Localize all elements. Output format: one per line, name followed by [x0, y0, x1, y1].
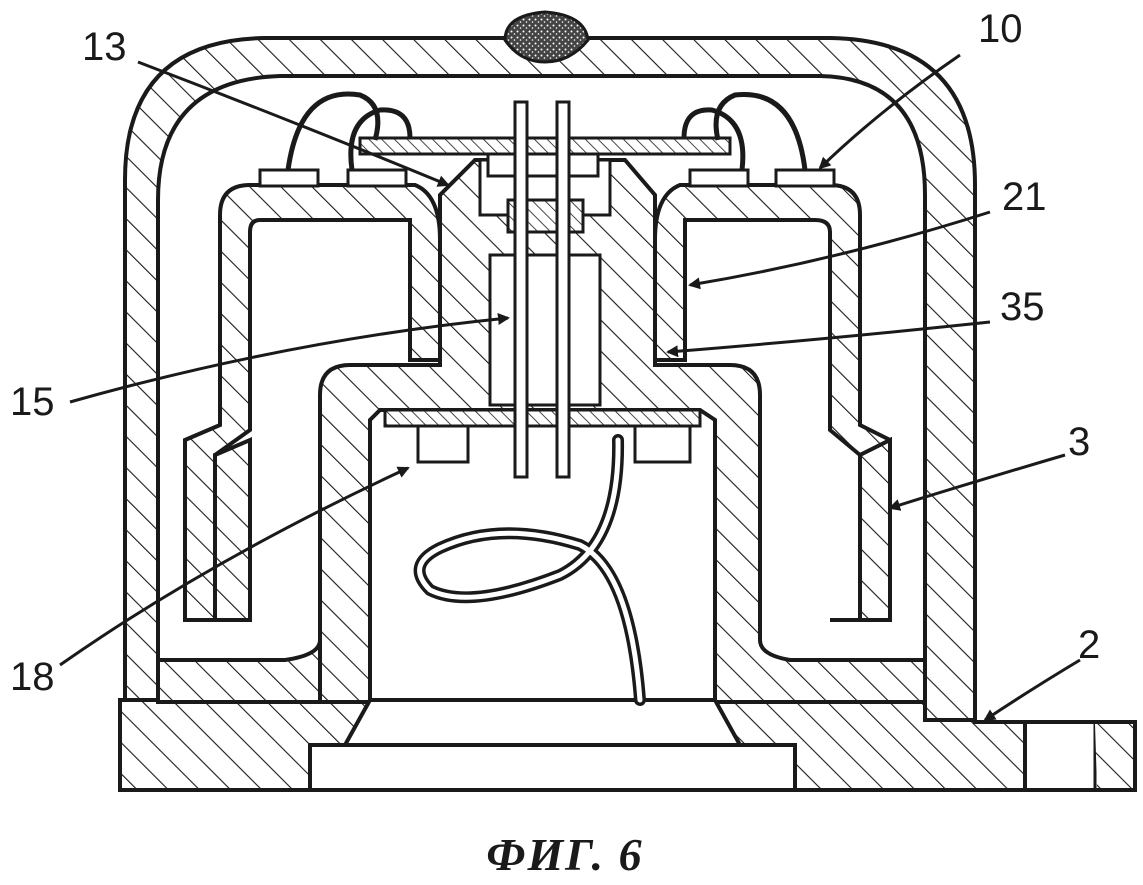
upper-circuit-board — [358, 136, 732, 156]
lower-component-left — [416, 424, 470, 464]
cavity-floor-step — [341, 698, 744, 747]
label-15: 15 — [10, 380, 55, 424]
coil-left-lower — [185, 436, 252, 622]
label-21: 21 — [1002, 175, 1047, 219]
label-18: 18 — [10, 655, 55, 699]
coil-right — [653, 183, 892, 622]
terminal-right-inner — [688, 168, 750, 188]
pin-left — [513, 100, 529, 479]
leader-3 — [888, 453, 1066, 511]
base-tab-hatch — [1095, 724, 1133, 788]
board-component-center — [486, 152, 600, 178]
coil-right-lower — [830, 436, 892, 622]
figure-caption: ФИГ. 6 — [486, 829, 643, 880]
terminal-right-outer — [774, 168, 836, 188]
central-hub — [156, 158, 927, 704]
terminal-left-outer — [258, 168, 320, 188]
lower-component-right — [633, 424, 692, 464]
leader-10 — [818, 53, 961, 170]
leader-15 — [69, 313, 510, 404]
wire-loop-right-inner — [681, 107, 746, 171]
label-35: 35 — [1000, 285, 1045, 329]
leader-2 — [983, 658, 1081, 722]
cavity-floor-plate — [308, 743, 797, 792]
vent-plug — [503, 10, 590, 64]
label-13: 13 — [82, 25, 127, 69]
leader-21 — [688, 210, 991, 290]
coil-left — [183, 183, 442, 622]
pin-right — [555, 100, 571, 479]
terminal-left-inner — [346, 168, 408, 188]
leader-18 — [59, 466, 410, 667]
cable-loop-core — [417, 437, 643, 703]
leader-13 — [137, 60, 450, 187]
label-10: 10 — [978, 7, 1023, 51]
leader-35 — [666, 320, 991, 358]
wire-loop-right — [713, 91, 808, 171]
wire-loop-left — [285, 91, 381, 171]
hub-bore — [488, 253, 602, 407]
label-3: 3 — [1068, 420, 1090, 464]
lower-circuit-board — [383, 408, 702, 428]
label-2: 2 — [1078, 623, 1100, 667]
